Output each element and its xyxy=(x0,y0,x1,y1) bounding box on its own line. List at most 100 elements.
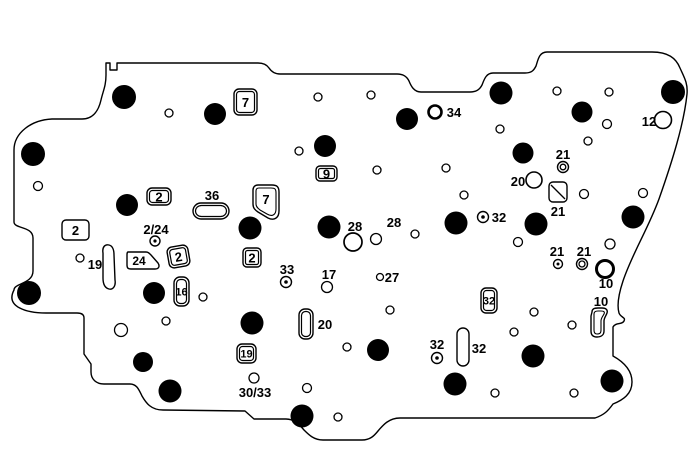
open-hole xyxy=(495,124,505,134)
orifice-dot-2/24 xyxy=(153,239,157,243)
filled-hole xyxy=(571,101,593,123)
open-hole xyxy=(552,86,562,96)
callout-34: 34 xyxy=(447,105,462,120)
open-hole xyxy=(313,92,323,102)
open-hole xyxy=(601,118,613,130)
open-hole xyxy=(198,292,208,302)
filled-hole xyxy=(661,80,685,104)
filled-hole xyxy=(489,81,513,105)
callout-28: 28 xyxy=(348,219,362,234)
box-frame xyxy=(244,249,260,266)
ring-hole-12 xyxy=(653,110,673,130)
callout-10: 10 xyxy=(599,276,613,291)
open-hole xyxy=(342,342,352,352)
double-ring-inner-21 xyxy=(559,163,567,171)
callout-box-2: 2 xyxy=(61,219,90,241)
filled-hole xyxy=(512,142,534,164)
filled-hole xyxy=(317,215,341,239)
box-frame xyxy=(61,219,90,241)
tag-7 xyxy=(252,184,280,220)
open-hole xyxy=(113,322,129,338)
open-hole xyxy=(604,238,616,250)
box-frame xyxy=(169,247,188,266)
callout-27: 27 xyxy=(385,270,399,285)
ring-hole-28 xyxy=(343,232,363,252)
callout-32: 32 xyxy=(472,341,486,356)
callout-box-16: 16 xyxy=(173,276,190,307)
ring-hole-34 xyxy=(427,104,443,120)
callout-box-rect-diag xyxy=(548,181,568,203)
callout-box-19: 19 xyxy=(236,343,257,364)
filled-hole xyxy=(521,344,545,368)
callout-21: 21 xyxy=(550,244,564,259)
open-hole xyxy=(567,320,577,330)
open-hole xyxy=(164,108,174,118)
open-hole xyxy=(569,388,579,398)
open-hole xyxy=(333,412,343,422)
box-label-19: 19 xyxy=(240,349,252,361)
callout-21: 21 xyxy=(577,244,591,259)
box-frame xyxy=(235,90,256,114)
filled-hole xyxy=(396,108,418,130)
open-hole xyxy=(75,253,85,263)
shape-label-24: 24 xyxy=(132,254,146,268)
orifice-dot-32 xyxy=(481,215,485,219)
open-hole xyxy=(637,187,649,199)
open-hole xyxy=(301,382,313,394)
open-hole xyxy=(32,180,44,192)
box-label-2: 2 xyxy=(72,223,79,238)
orifice-dot-32 xyxy=(435,356,439,360)
callout-32: 32 xyxy=(492,210,506,225)
box-frame xyxy=(148,189,170,204)
filled-hole xyxy=(443,372,467,396)
tag-7-inner xyxy=(255,187,277,216)
open-hole xyxy=(459,190,469,200)
callout-box-32: 32 xyxy=(480,287,498,314)
callout-30/33: 30/33 xyxy=(239,385,272,400)
box-frame xyxy=(194,204,228,218)
pocket-10-inner xyxy=(593,310,605,335)
filled-hole xyxy=(524,212,548,236)
double-ring-inner-21 xyxy=(578,260,586,268)
orifice-dot-21 xyxy=(556,262,560,266)
filled-hole xyxy=(204,103,226,125)
box-frame xyxy=(238,345,255,362)
filled-hole xyxy=(133,352,153,372)
ring-hole-10 xyxy=(595,259,615,279)
callout-20: 20 xyxy=(318,317,332,332)
callout-32: 32 xyxy=(430,337,444,352)
box-frame xyxy=(175,278,188,305)
slot-19 xyxy=(102,244,116,290)
callout-box-stadium2 xyxy=(192,202,230,220)
open-hole xyxy=(490,388,500,398)
filled-hole xyxy=(116,194,138,216)
open-hole xyxy=(372,165,382,175)
callout-box-2: 2 xyxy=(166,244,191,269)
open-hole xyxy=(385,305,395,315)
filled-hole xyxy=(367,339,389,361)
callout-17: 17 xyxy=(322,267,336,282)
filled-hole xyxy=(600,369,624,393)
filled-hole xyxy=(444,211,468,235)
wedge-24 xyxy=(126,251,160,270)
callout-box-2: 2 xyxy=(146,187,172,206)
open-hole xyxy=(294,146,304,156)
box-label-16: 16 xyxy=(175,287,187,299)
callout-2/24: 2/24 xyxy=(143,222,169,237)
open-hole xyxy=(512,236,524,248)
open-hole xyxy=(161,316,171,326)
filled-hole xyxy=(240,311,264,335)
filled-hole xyxy=(238,216,262,240)
callout-21: 21 xyxy=(551,204,565,219)
open-hole xyxy=(366,90,376,100)
open-hole xyxy=(509,327,519,337)
callout-21: 21 xyxy=(556,147,570,162)
filled-hole xyxy=(621,205,645,229)
callout-box-2: 2 xyxy=(242,247,262,268)
open-hole xyxy=(604,87,614,97)
open-hole xyxy=(369,232,383,246)
callout-28: 28 xyxy=(387,215,401,230)
filled-hole xyxy=(143,282,165,304)
open-hole xyxy=(410,229,420,239)
